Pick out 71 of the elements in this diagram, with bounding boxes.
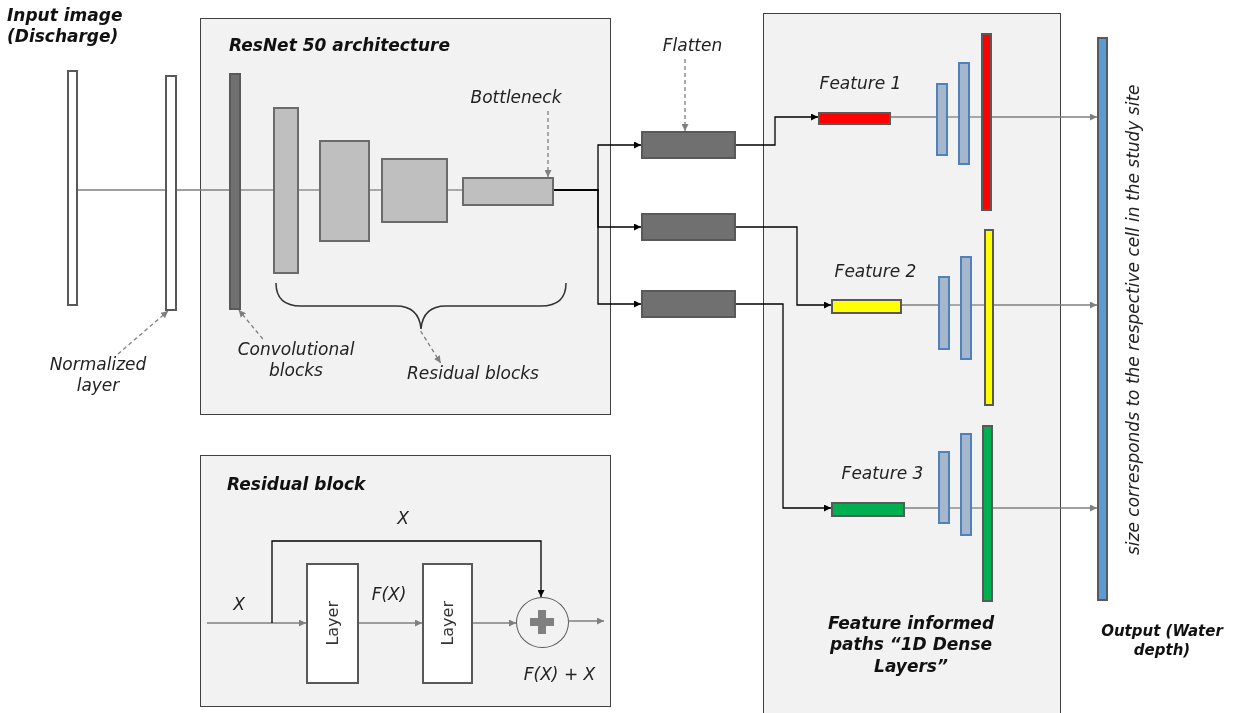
dense-layer-bar <box>960 256 972 360</box>
layer-label: Feature 3 <box>840 463 925 485</box>
arrow <box>735 113 819 146</box>
residual-block <box>273 107 299 274</box>
arrow <box>992 504 1098 512</box>
group-panel <box>763 13 1061 713</box>
arrow <box>993 301 1098 309</box>
layer-box: Layer <box>306 563 359 684</box>
arrow <box>271 540 545 624</box>
connector-line <box>971 304 985 306</box>
dense-layer-bar <box>982 425 993 602</box>
dense-layer-bar <box>984 229 994 406</box>
formula-label: F(X) + X <box>522 664 597 686</box>
arrow <box>472 619 517 627</box>
panel-title: Feature informed paths “1D Dense Layers” <box>826 613 996 678</box>
curly-brace <box>275 282 568 331</box>
connector-line <box>904 507 939 509</box>
annotation-label: Flatten <box>645 35 740 59</box>
dense-layer-bar <box>958 62 970 165</box>
dense-layer-bar <box>938 276 950 350</box>
connector-line <box>447 189 463 191</box>
leader-line <box>681 58 689 132</box>
leader-line <box>420 330 442 364</box>
arrow <box>358 619 423 627</box>
connector-line <box>240 189 274 191</box>
normalization-bar <box>165 75 177 311</box>
dense-layer-bar <box>960 433 972 536</box>
connector-line <box>969 116 982 118</box>
connector-line <box>947 116 959 118</box>
connector-line <box>77 189 166 191</box>
arrow <box>735 226 832 309</box>
leader-line <box>238 309 264 340</box>
panel-title: ResNet 50 architecture <box>229 35 451 57</box>
leader-line <box>544 110 552 178</box>
arrow <box>553 189 642 308</box>
arrow <box>735 303 832 512</box>
arrow <box>568 617 605 625</box>
annotation-label: Normalized layer <box>28 354 168 406</box>
residual-block <box>319 140 370 242</box>
arrow <box>206 619 307 627</box>
flatten-block <box>641 213 736 241</box>
connector-line <box>890 116 937 118</box>
connector-line <box>949 507 961 509</box>
leader-line <box>117 310 169 355</box>
bottleneck-block <box>462 177 554 206</box>
layer-label: Output (Water depth) <box>1100 622 1225 661</box>
layer-label: Feature 2 <box>833 261 918 283</box>
annotation-label: size corresponds to the respective cell in the study site <box>1123 83 1144 558</box>
convolution-bar <box>229 73 241 310</box>
annotation-label: Residual blocks <box>381 363 565 389</box>
panel-title: Residual block <box>227 474 367 496</box>
connector-line <box>971 507 983 509</box>
flatten-block <box>641 131 736 159</box>
arrow <box>991 113 1098 121</box>
group-panel <box>200 18 611 415</box>
layer-box: Layer <box>422 563 473 684</box>
group-panel <box>200 455 611 707</box>
flatten-block <box>641 290 736 318</box>
connector-line <box>298 189 320 191</box>
dense-layer-bar <box>938 451 950 524</box>
annotation-label: Convolutional blocks <box>211 339 381 391</box>
layer-label: Input image (Discharge) <box>7 5 124 49</box>
layer-label: Feature 1 <box>818 73 903 95</box>
connector-line <box>949 304 961 306</box>
connector-line <box>369 189 382 191</box>
dense-layer-bar <box>936 83 948 156</box>
annotation-label: Bottleneck <box>453 87 579 111</box>
connector-line <box>176 189 230 191</box>
connector-line <box>901 304 939 306</box>
dense-layer-bar <box>981 33 992 211</box>
residual-block <box>381 158 448 223</box>
